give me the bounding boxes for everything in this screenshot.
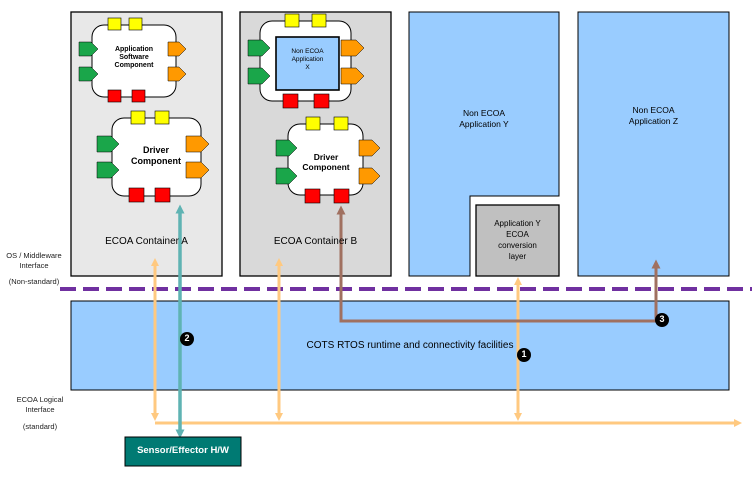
driver-component-b	[275, 116, 381, 204]
non-ecoa-x-label: Non ECOA Application X	[291, 48, 324, 71]
brown-arrow-z-to-b	[336, 205, 661, 323]
non-standard-label: (Non-standard)	[8, 277, 60, 286]
logical-interface-label: ECOA Logical Interface	[16, 395, 64, 414]
app-y-label: Non ECOA Application Y	[459, 108, 509, 129]
rtos-label: COTS RTOS runtime and connectivity facil…	[306, 340, 514, 351]
sensor-label: Sensor/Effector H/W	[137, 445, 229, 456]
app-software-component-label: Application Software Component	[114, 46, 154, 69]
non-ecoa-x-component	[247, 13, 365, 109]
driver-component-b-label: Driver Component	[302, 152, 350, 172]
marker-3	[655, 313, 669, 327]
sensor-box	[124, 436, 242, 467]
driver-component-a-label: Driver Component	[131, 145, 181, 166]
marker-1-label: 1	[521, 349, 527, 359]
marker-2	[180, 332, 194, 346]
marker-1	[517, 348, 531, 362]
driver-component-a	[96, 110, 210, 203]
standard-label: (standard)	[22, 422, 58, 431]
os-interface-label: OS / Middleware Interface	[6, 251, 62, 270]
container-a-label: ECOA Container A	[105, 236, 188, 247]
app-y-conversion-label: Application Y ECOA conversion layer	[494, 219, 541, 261]
app-z-label: Non ECOA Application Z	[628, 105, 679, 126]
container-b-label: ECOA Container B	[273, 236, 358, 247]
app-z-box	[577, 11, 730, 277]
marker-3-label: 3	[659, 314, 665, 324]
app-software-component	[78, 17, 187, 103]
marker-2-label: 2	[184, 333, 190, 343]
